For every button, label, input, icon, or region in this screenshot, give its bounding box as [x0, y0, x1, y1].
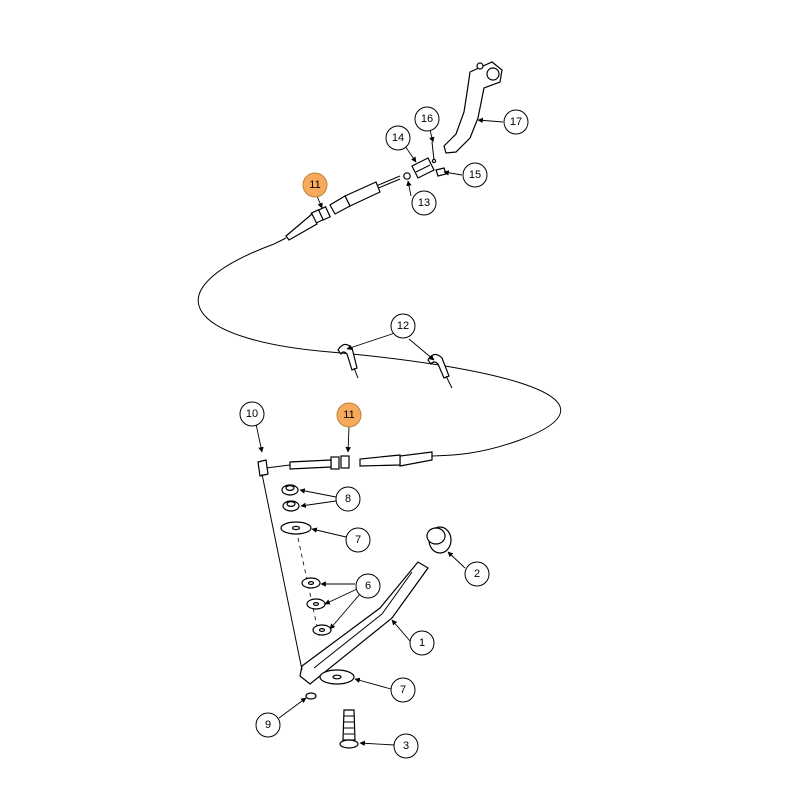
callout-circle — [385, 125, 411, 151]
part-2-knob — [426, 526, 452, 554]
callout-11-upper[interactable]: 11 — [302, 172, 328, 198]
callout-label: 14 — [392, 132, 404, 144]
part-7-lower-washer — [319, 669, 355, 685]
callout-circle — [503, 109, 529, 135]
callouts: 17 16 14 15 13 11 12 10 11 8 7 2 6 1 7 9… — [239, 106, 529, 759]
callout-10[interactable]: 10 — [239, 401, 265, 427]
callout-13[interactable]: 13 — [411, 190, 437, 216]
callout-label: 6 — [365, 580, 371, 592]
callout-label: 7 — [400, 684, 406, 696]
callout-circle — [255, 712, 281, 738]
callout-circle — [409, 630, 435, 656]
callout-circle — [390, 677, 416, 703]
leader-lines — [255, 117, 504, 746]
part-1-pedal-lever — [261, 473, 429, 685]
callout-label: 16 — [421, 113, 433, 125]
callout-label: 12 — [397, 320, 409, 332]
callout-circle — [464, 561, 490, 587]
callout-circle — [336, 402, 362, 428]
callout-label: 11 — [343, 409, 354, 421]
callout-label: 10 — [246, 408, 258, 420]
callout-12[interactable]: 12 — [390, 313, 416, 339]
callout-circle — [393, 733, 419, 759]
part-11-lower-cable-end — [265, 451, 433, 470]
callout-circle — [462, 162, 488, 188]
part-16-pin — [431, 141, 437, 164]
part-7-upper-washer — [280, 521, 312, 535]
callout-label: 17 — [510, 116, 522, 128]
part-14-cable-end-fitting — [411, 157, 435, 179]
callout-label: 8 — [345, 493, 351, 505]
part-8-nuts — [281, 484, 300, 512]
callout-15[interactable]: 15 — [462, 162, 488, 188]
callout-circle — [390, 313, 416, 339]
callout-7-lower[interactable]: 7 — [390, 677, 416, 703]
callout-label: 11 — [309, 179, 320, 191]
callout-label: 13 — [418, 197, 430, 209]
callout-7-upper[interactable]: 7 — [345, 527, 371, 553]
part-10-clevis-pin — [257, 459, 269, 477]
callout-6[interactable]: 6 — [355, 573, 381, 599]
callout-1[interactable]: 1 — [409, 630, 435, 656]
callout-label: 7 — [355, 534, 361, 546]
callout-label: 1 — [419, 637, 425, 649]
callout-circle — [335, 486, 361, 512]
main-cable — [197, 243, 562, 457]
callout-label: 3 — [403, 740, 409, 752]
callout-circle — [302, 172, 328, 198]
part-12-cable-clamps — [337, 343, 453, 389]
callout-circle — [345, 527, 371, 553]
part-3-bolt — [339, 709, 359, 749]
callout-circle — [239, 401, 265, 427]
assembly-axis — [297, 537, 321, 641]
callout-8[interactable]: 8 — [335, 486, 361, 512]
callout-17[interactable]: 17 — [503, 109, 529, 135]
callout-circle — [355, 573, 381, 599]
part-13-nut — [403, 172, 411, 180]
part-17-bracket-lever — [443, 61, 503, 154]
callout-circle — [414, 106, 440, 132]
callout-3[interactable]: 3 — [393, 733, 419, 759]
callout-label: 2 — [474, 568, 480, 580]
part-11-upper-cable-end — [273, 175, 401, 245]
callout-16[interactable]: 16 — [414, 106, 440, 132]
part-9-small-nut — [305, 692, 317, 700]
part-6-washers — [301, 577, 332, 636]
callout-label: 9 — [265, 719, 271, 731]
callout-2[interactable]: 2 — [464, 561, 490, 587]
callout-circle — [411, 190, 437, 216]
callout-9[interactable]: 9 — [255, 712, 281, 738]
callout-11-lower[interactable]: 11 — [336, 402, 362, 428]
callout-14[interactable]: 14 — [385, 125, 411, 151]
callout-label: 15 — [469, 169, 481, 181]
